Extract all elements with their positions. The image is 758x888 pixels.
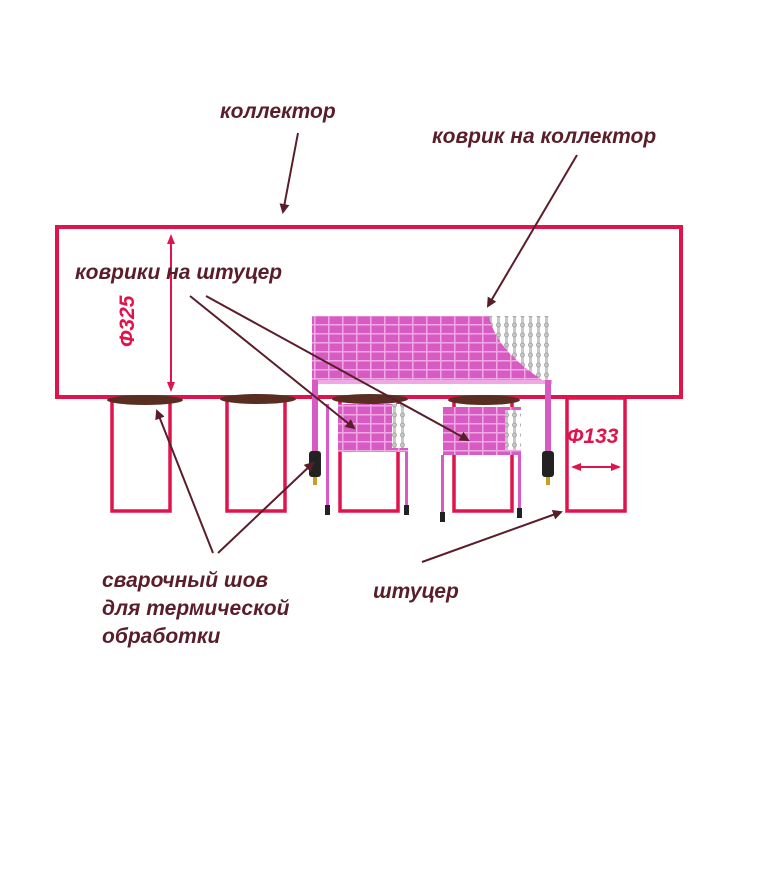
mat-cable-left [312, 380, 318, 452]
label-collector-mat: коврик на коллектор [432, 125, 656, 148]
weld-seam-3 [332, 394, 408, 404]
label-nozzle-mats: коврики на штуцер [75, 261, 282, 284]
connector-right [542, 451, 554, 477]
nozzle-5 [565, 396, 627, 513]
leader-arrows [155, 132, 578, 563]
label-weld-line-1: сварочный шов [102, 569, 268, 592]
label-weld-line-3: обработки [102, 625, 220, 648]
arrow-collector-mat [486, 154, 578, 308]
weld-seam-2 [220, 394, 296, 404]
weld-seam-1 [107, 395, 183, 405]
weld-seam-4 [448, 395, 520, 405]
arrow-nozzle-mat-2 [205, 295, 470, 441]
label-weld-line-2: для термической [102, 597, 290, 620]
label-nozzle: штуцер [373, 580, 459, 603]
arrow-weld-1 [155, 409, 214, 554]
nozzle-mat-2 [440, 407, 522, 522]
collector-mat [309, 316, 554, 485]
label-dim-collector: Ф325 [116, 295, 139, 347]
label-collector: коллектор [220, 100, 336, 123]
label-dim-nozzle: Ф133 [567, 425, 619, 448]
arrow-collector [279, 132, 299, 214]
weld-seams [107, 394, 520, 405]
nozzle-1 [110, 396, 172, 513]
nozzle-2 [225, 396, 287, 513]
arrow-nozzle [421, 510, 563, 563]
arrow-weld-2 [217, 461, 315, 554]
arrow-nozzle-mat-1 [189, 295, 356, 430]
mat-cable-right [545, 380, 551, 452]
